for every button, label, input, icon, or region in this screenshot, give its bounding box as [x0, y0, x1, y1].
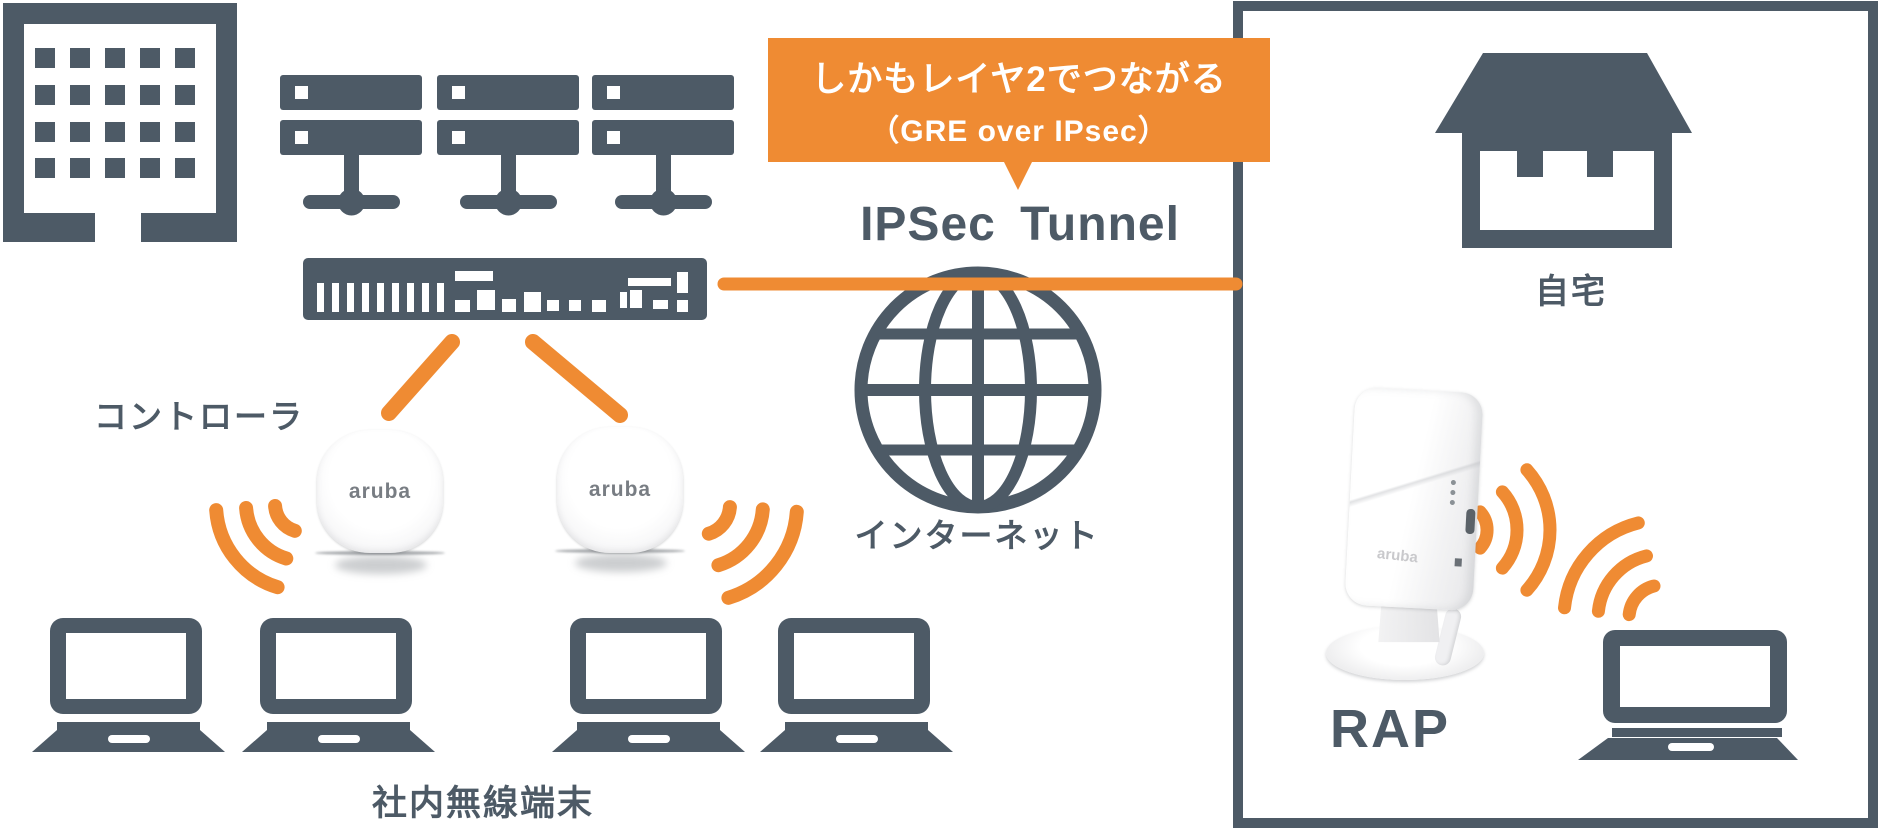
- server-icon: [280, 75, 422, 216]
- internet-globe-icon: [854, 266, 1102, 514]
- access-point-icon: aruba: [317, 430, 443, 553]
- rap-crease: [1348, 441, 1481, 529]
- rap-label-port: [1454, 558, 1462, 567]
- internet-label: インターネット: [854, 517, 1100, 554]
- controller-label: コントローラ: [94, 398, 304, 435]
- ap-shadow: [315, 551, 445, 555]
- laptop-icon: [552, 618, 745, 752]
- server-icon: [592, 75, 734, 216]
- callout-line1: しかもレイヤ2でつながる: [811, 59, 1227, 99]
- callout-line2: （GRE over IPsec）: [869, 114, 1169, 148]
- rap-device-icon: aruba: [1322, 386, 1492, 688]
- clients-label: 社内無線端末: [371, 784, 594, 823]
- rap-port: [1465, 508, 1476, 535]
- wifi-signal-icon: [701, 500, 804, 605]
- ap-shadow: [575, 554, 667, 572]
- wifi-signal-icon: [209, 499, 302, 595]
- office-building-icon: [3, 3, 237, 242]
- server-icon: [437, 75, 579, 216]
- aruba-logo: aruba: [588, 478, 652, 501]
- ap-uplink-lines: [381, 334, 628, 423]
- rap-body: aruba: [1344, 386, 1484, 612]
- wifi-signal-icon: [1558, 516, 1661, 622]
- laptop-icon: [32, 618, 225, 752]
- laptop-icon: [1578, 630, 1798, 760]
- wifi-signal-icon: [1473, 463, 1557, 597]
- home-label: 自宅: [1535, 273, 1607, 311]
- callout-pointer-icon: [1004, 162, 1032, 190]
- laptop-icon: [242, 618, 435, 752]
- controller-switch-icon: [303, 258, 707, 320]
- layer2-callout: しかもレイヤ2でつながる （GRE over IPsec）: [768, 38, 1270, 190]
- ap-shadow: [335, 556, 427, 574]
- rap-label: RAP: [1329, 699, 1450, 759]
- laptop-icon: [760, 618, 953, 752]
- aruba-logo: aruba: [1376, 545, 1419, 567]
- access-point-icon: aruba: [557, 427, 683, 553]
- ipsec-tunnel-label: IPSec Tunnel: [860, 198, 1180, 251]
- house-icon: [1435, 53, 1692, 248]
- aruba-logo: aruba: [348, 479, 412, 503]
